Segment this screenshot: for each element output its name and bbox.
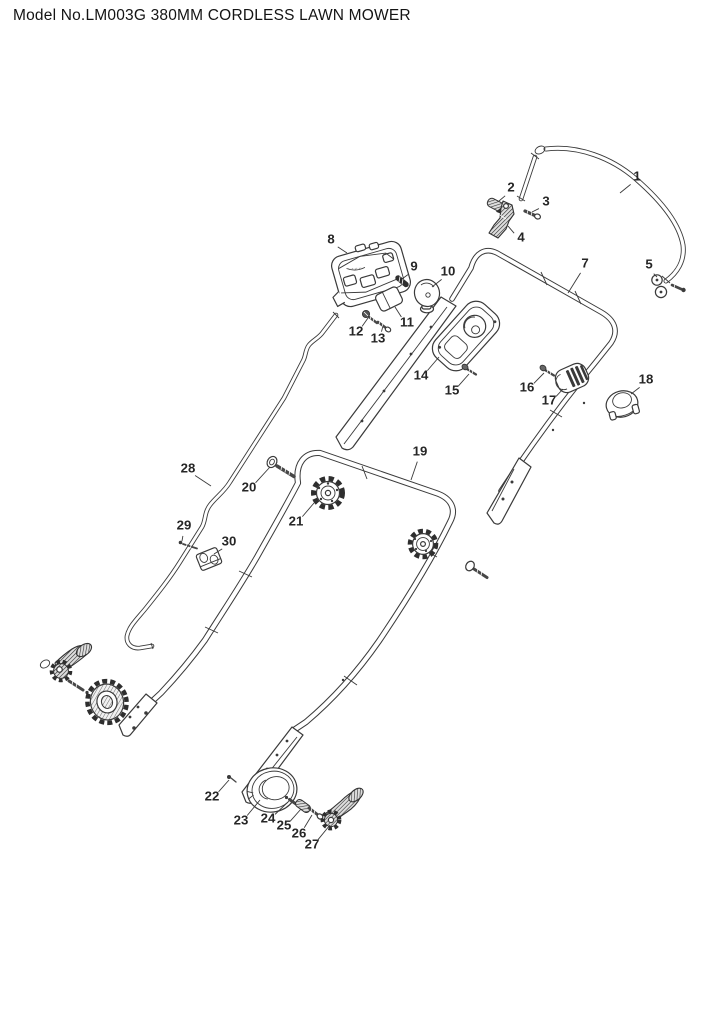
leader-line-11 [394, 306, 402, 318]
screw-12 [361, 309, 379, 325]
leader-line-25 [290, 808, 302, 822]
cam-lock-17 [554, 362, 590, 394]
part-label-9: 9 [410, 259, 417, 274]
block-11 [375, 286, 403, 312]
part-label-19: 19 [413, 444, 428, 459]
part-label-20: 20 [242, 480, 257, 495]
leader-line-24 [274, 801, 289, 815]
knob-18 [605, 390, 641, 421]
part-label-28: 28 [181, 461, 196, 476]
leader-line-21 [302, 502, 315, 517]
leader-line-10 [431, 279, 442, 288]
part-label-18: 18 [639, 372, 654, 387]
part-label-13: 13 [371, 331, 386, 346]
part-label-27: 27 [305, 837, 320, 852]
part-label-1: 1 [633, 169, 640, 184]
leader-line-5 [653, 273, 658, 278]
knob-21 [311, 476, 345, 510]
throttle-cable [516, 145, 683, 283]
part-label-17: 17 [542, 393, 557, 408]
part-label-8: 8 [327, 232, 334, 247]
lower-handle [118, 453, 453, 804]
cable-bolt [523, 209, 542, 220]
trigger-lever [488, 200, 515, 239]
leader-line-28 [194, 475, 212, 487]
handle-bracket-14 [431, 300, 501, 372]
leader-line-26 [303, 814, 313, 828]
clamp-30 [195, 547, 223, 571]
part-label-4: 4 [517, 230, 525, 245]
leader-line-16 [533, 372, 545, 384]
leader-line-17 [555, 388, 564, 397]
leader-line-30 [213, 548, 223, 555]
part-label-7: 7 [581, 256, 588, 271]
page-title: Model No.LM003G 380MM CORDLESS LAWN MOWE… [13, 7, 411, 24]
leader-line-27 [317, 824, 331, 840]
part-label-21: 21 [289, 514, 304, 529]
part-label-22: 22 [205, 789, 220, 804]
part-label-23: 23 [234, 813, 249, 828]
part-label-11: 11 [400, 315, 414, 330]
leader-line-18 [630, 387, 640, 395]
part-label-30: 30 [222, 534, 237, 549]
part-label-5: 5 [645, 257, 652, 272]
upper-handle [335, 251, 615, 525]
cable-clamp [651, 274, 686, 299]
leader-line-8 [337, 246, 348, 254]
leader-line-9 [401, 274, 409, 280]
cable-rod-28 [127, 311, 340, 649]
leader-line-22 [218, 779, 230, 793]
part-label-29: 29 [177, 518, 192, 533]
left-lever-assembly [39, 642, 129, 726]
bolt-20 [266, 455, 296, 479]
leader-line-14 [427, 356, 440, 371]
part-label-16: 16 [520, 380, 535, 395]
leader-line-4 [507, 225, 515, 234]
screw-29 [178, 540, 198, 550]
leader-line-1 [619, 184, 631, 194]
leader-line-20 [255, 466, 271, 484]
part-label-10: 10 [441, 264, 456, 279]
leader-line-23 [246, 799, 261, 816]
part-label-14: 14 [414, 368, 429, 383]
pin-9 [395, 275, 409, 288]
leader-line-19 [410, 461, 418, 481]
leader-line-13 [381, 325, 384, 332]
bolt-13 [376, 320, 392, 333]
screw-15 [461, 363, 478, 376]
leader-line-15 [458, 373, 470, 387]
leader-line-12 [361, 317, 369, 327]
leader-line-7 [567, 272, 581, 294]
screw-16 [539, 364, 556, 377]
leader-line-29 [181, 535, 184, 542]
leader-line-2 [498, 195, 506, 202]
part-label-25: 25 [277, 818, 292, 833]
part-label-3: 3 [542, 194, 549, 209]
leader-line-3 [531, 208, 540, 213]
knob-right [407, 528, 439, 560]
right-lever-assembly [246, 767, 364, 831]
part-label-24: 24 [261, 811, 276, 826]
part-label-26: 26 [292, 826, 307, 841]
bolt-right [465, 560, 489, 579]
part-label-15: 15 [445, 383, 460, 398]
part-label-12: 12 [349, 324, 364, 339]
part-label-2: 2 [507, 180, 514, 195]
